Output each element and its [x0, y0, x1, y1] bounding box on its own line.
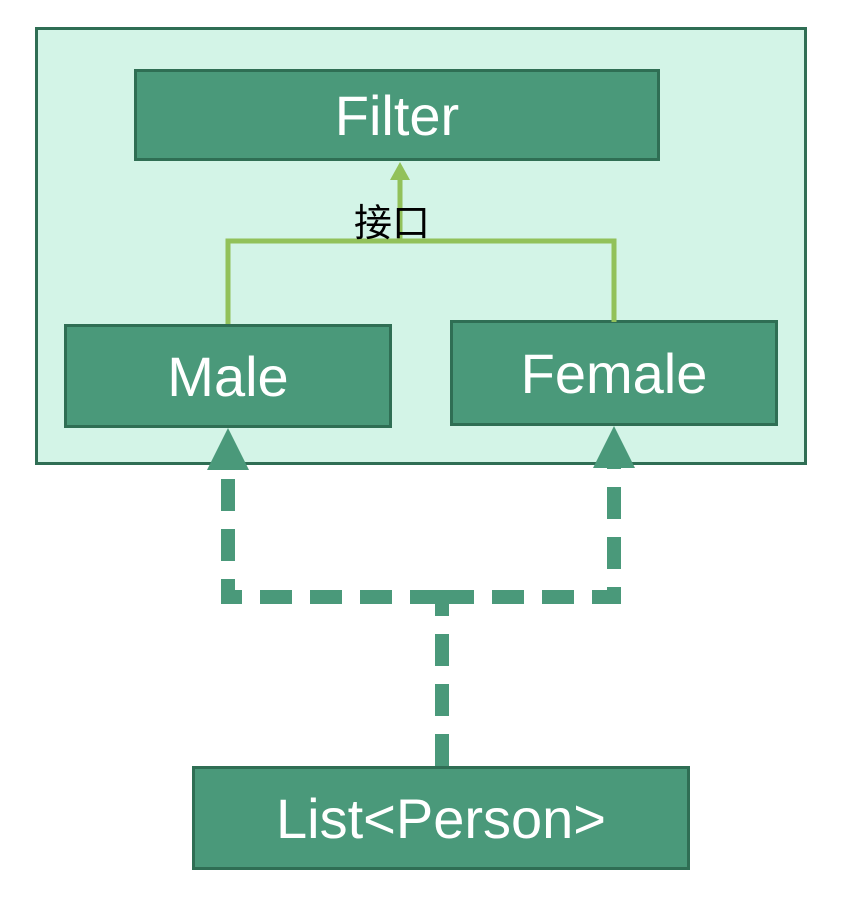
interface-branch-line [225, 238, 617, 324]
interface-connector [225, 176, 617, 324]
list-person-node: List<Person> [192, 766, 690, 870]
interface-label: 接口 [354, 201, 431, 245]
interface-arrowhead [390, 162, 410, 180]
filter-label: Filter [334, 83, 460, 147]
dependency-left-line [221, 468, 442, 604]
dependency-connector [221, 468, 621, 766]
male-label: Male [167, 344, 289, 408]
female-arrowhead [593, 426, 635, 468]
female-label: Female [520, 341, 708, 405]
male-arrowhead [207, 428, 249, 470]
dependency-right-line [442, 468, 621, 604]
filter-node: Filter [134, 69, 660, 161]
male-node: Male [64, 324, 392, 428]
female-node: Female [450, 320, 778, 426]
list-person-label: List<Person> [276, 786, 606, 850]
